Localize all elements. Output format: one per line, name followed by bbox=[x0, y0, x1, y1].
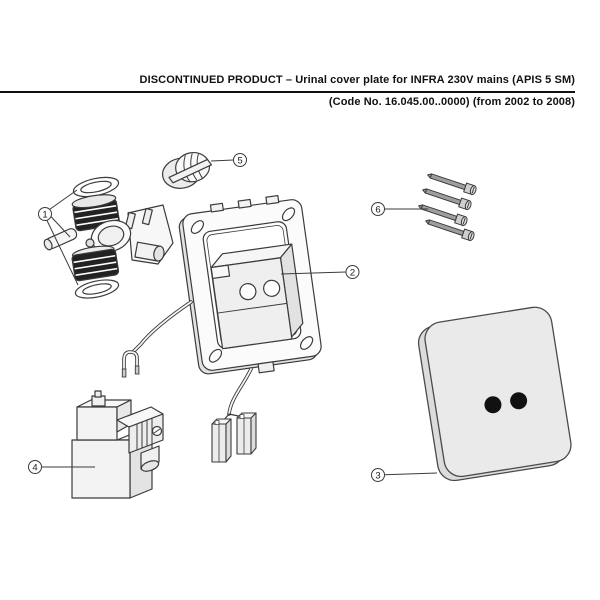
product-code: (Code No. 16.045.00..0000) (from 2002 to… bbox=[328, 96, 575, 108]
callouts: 1 2 3 4 5 bbox=[28, 153, 438, 482]
coil-plunger bbox=[140, 445, 160, 472]
header: DISCONTINUED PRODUCT – Urinal cover plat… bbox=[0, 74, 575, 109]
screw bbox=[425, 219, 475, 242]
valve-bottom-coil bbox=[71, 245, 120, 282]
sensor-dot bbox=[484, 396, 502, 414]
fixing-screws bbox=[418, 173, 477, 242]
electronics-module bbox=[210, 243, 304, 350]
wires bbox=[121, 300, 253, 422]
callout-6-number: 6 bbox=[375, 204, 380, 215]
callout-6: 6 bbox=[371, 202, 428, 216]
callout-2: 2 bbox=[280, 265, 360, 279]
sensor-dot bbox=[510, 392, 528, 410]
cover-plate bbox=[417, 306, 572, 482]
coil-module bbox=[71, 390, 164, 499]
callout-3: 3 bbox=[371, 468, 438, 482]
module-cable-stub bbox=[257, 361, 275, 374]
product-title: DISCONTINUED PRODUCT – Urinal cover plat… bbox=[0, 74, 575, 93]
callout-5: 5 bbox=[210, 153, 247, 167]
callout-5-number: 5 bbox=[237, 155, 242, 166]
valve-outlet-tube bbox=[134, 241, 165, 262]
screw bbox=[422, 188, 472, 211]
screw bbox=[427, 173, 477, 196]
cable-connectors bbox=[211, 412, 257, 463]
coil-top-tab bbox=[91, 390, 106, 407]
callout-4: 4 bbox=[28, 460, 95, 474]
valve-assembly bbox=[43, 176, 174, 299]
coil-connector bbox=[116, 406, 164, 454]
frame-screw-hole bbox=[208, 348, 223, 363]
valve-body bbox=[43, 204, 174, 265]
callout-3-number: 3 bbox=[375, 470, 380, 481]
callout-2-number: 2 bbox=[350, 267, 355, 278]
valve-inlet-tube bbox=[43, 228, 78, 251]
filter-cap bbox=[161, 151, 213, 189]
callout-1: 1 bbox=[38, 189, 79, 286]
sensor-window bbox=[263, 279, 281, 297]
mounting-frame bbox=[178, 194, 322, 375]
o-ring-bottom bbox=[74, 279, 120, 299]
ground-fork-terminal bbox=[121, 350, 140, 378]
callout-1-number: 1 bbox=[42, 209, 47, 220]
frame-screw-hole bbox=[299, 336, 314, 350]
spade-connector-left bbox=[211, 418, 232, 463]
spade-connector-right bbox=[236, 412, 257, 455]
o-ring-top bbox=[72, 176, 120, 198]
frame-screw-hole bbox=[281, 207, 296, 222]
sensor-window bbox=[239, 283, 257, 301]
screw bbox=[418, 204, 468, 227]
frame-screw-hole bbox=[190, 220, 205, 234]
callout-4-number: 4 bbox=[32, 462, 37, 473]
